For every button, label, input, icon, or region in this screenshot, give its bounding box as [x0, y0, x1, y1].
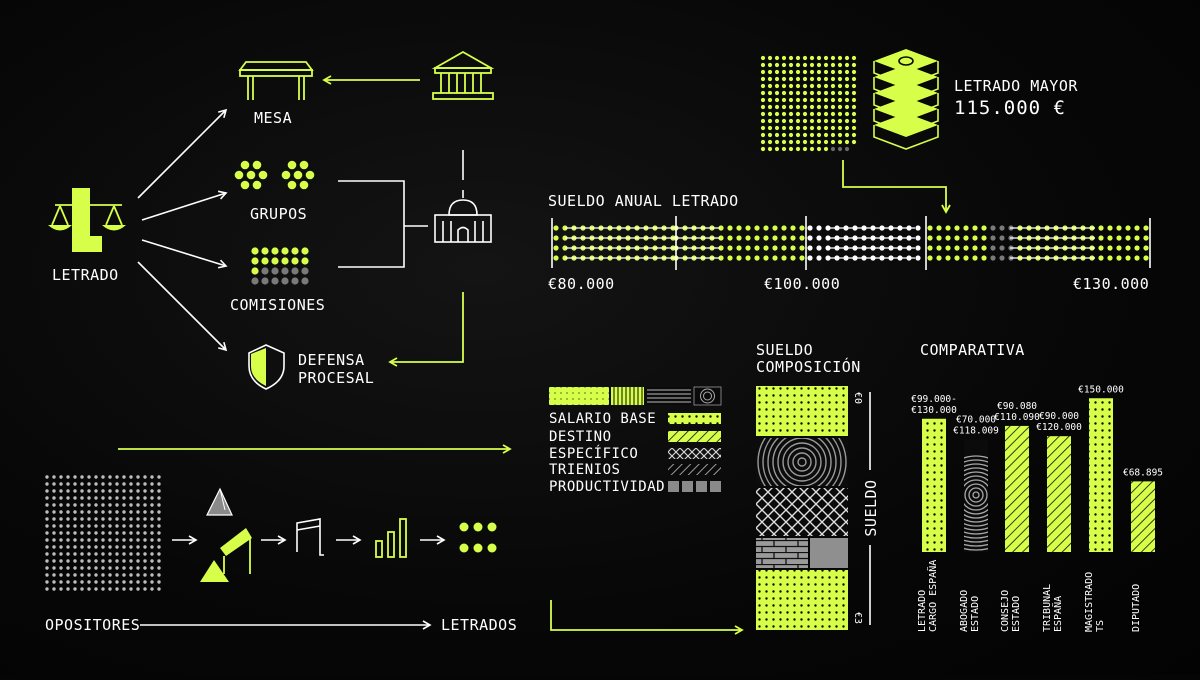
arrow-congress-to-defensa: [388, 292, 464, 367]
bar-growth-icon: [375, 518, 407, 558]
comparativa-bar-6: [1131, 481, 1155, 552]
composition-bottom-marker: €3: [852, 612, 863, 624]
composition-top-marker: €0: [852, 392, 863, 404]
scales-icon: [48, 188, 126, 252]
table-icon: [238, 61, 314, 100]
dots-grid-icon: [251, 247, 309, 285]
mesa-label: MESA: [254, 109, 292, 127]
composition-productividad: [810, 538, 848, 568]
comparativa-category-label-3: ESTADO: [1011, 596, 1022, 632]
composition-base-bottom: [756, 570, 848, 630]
pyramid-icon: [200, 487, 233, 582]
comparativa-bar-1: [922, 418, 946, 552]
comparativa-bar-4: [1047, 436, 1071, 552]
comparativa-value-label-4: €120.000: [1036, 422, 1082, 433]
comparativa-bar-5: [1089, 398, 1113, 552]
arrow-to-defensa: [137, 261, 228, 352]
tick-label-80000: €80.000: [548, 275, 615, 293]
opositores-label: OPOSITORES: [45, 616, 140, 634]
legend-swatch-especifico: [668, 448, 721, 459]
comparativa-value-label-1: €130.000: [911, 405, 957, 416]
defensa-label-line1: DEFENSA: [298, 351, 365, 369]
comparativa-category-label-6: DIPUTADO: [1131, 584, 1142, 632]
defensa-label-line2: PROCESAL: [298, 369, 374, 387]
tick-label-130000: €130.000: [1073, 275, 1149, 293]
dots-group-icon: [459, 522, 497, 553]
legend-swatch-trienios: [668, 464, 721, 475]
legend-label-destino: DESTINO: [549, 429, 612, 445]
legend-label-trienios: TRIENIOS: [549, 462, 620, 478]
comisiones-label: COMISIONES: [230, 296, 325, 314]
comparativa-value-label-5: €150.000: [1078, 384, 1124, 395]
stack-of-money-icon: [873, 49, 939, 150]
comparativa-category-label-1: LETRADO: [917, 590, 928, 632]
letrado-mayor-value: 115.000 €: [954, 97, 1066, 119]
composition-destino-rings: [756, 438, 848, 486]
hurdle-icon: [220, 528, 252, 574]
composition-especifico: [756, 488, 848, 536]
comparativa-category-label-3: CONSEJO: [1000, 590, 1011, 632]
composition-trienios: [756, 538, 808, 568]
bracket-line: [338, 180, 405, 268]
comparativa-category-label-1: CARGO ESPAÑA: [926, 560, 939, 632]
letrado-mayor-label: LETRADO MAYOR: [954, 77, 1078, 95]
comparativa-value-label-6: €68.895: [1123, 467, 1163, 478]
comparativa-category-label-4: TRIBUNAL: [1042, 584, 1053, 632]
dots-cluster-icon: [234, 160, 315, 190]
legend-pattern-strip: [549, 386, 722, 406]
letrado-label: LETRADO: [52, 266, 119, 284]
hurdle-outline-icon: [296, 518, 324, 556]
comparativa-category-label-2: ESTADO: [970, 596, 981, 632]
comparativa-value-label-2: €118.009: [953, 425, 999, 436]
arrow-mayor-to-scale: [842, 160, 951, 214]
parliament-building-icon: [431, 50, 495, 100]
comparativa-category-label-5: TS: [1095, 620, 1106, 632]
composition-title-line1: SUELDO: [756, 341, 813, 359]
composition-stack: [756, 386, 848, 630]
legend-label-salario-base: SALARIO BASE: [549, 411, 656, 427]
letrado-mayor-dots-grid: [760, 55, 857, 152]
letrados-label: LETRADOS: [441, 616, 517, 634]
arrow-to-mesa: [137, 108, 228, 199]
grupos-label: GRUPOS: [250, 205, 307, 223]
legend-label-productividad: PRODUCTIVIDAD: [549, 479, 665, 495]
comparativa-category-label-2: ABOGADO: [959, 590, 970, 632]
opositores-dots-grid: [45, 475, 161, 591]
comparativa-category-label-5: MAGISTRADO: [1084, 572, 1095, 632]
comparativa-value-label-1: €99.000-: [911, 394, 957, 405]
comparativa-value-label-4: €90.000: [1039, 411, 1079, 422]
composition-title-line2: COMPOSICIÓN: [756, 357, 861, 376]
composition-axis-label: SUELDO: [862, 479, 880, 536]
tick-label-100000: €100.000: [764, 275, 840, 293]
comparativa-category-label-4: ESPAÑA: [1051, 596, 1064, 632]
comparativa-value-label-2: €70.000: [956, 414, 996, 425]
comparativa-value-label-3: €90.080: [997, 401, 1037, 412]
legend-label-especifico: ESPECÍFICO: [549, 445, 638, 462]
salary-scale-bar: [551, 216, 1151, 270]
comparativa-value-label-3: €110.090: [994, 412, 1040, 423]
comparativa-title: COMPARATIVA: [920, 341, 1025, 359]
legend-swatch-salario-base: [668, 413, 721, 424]
legend-swatch-productividad: [668, 481, 721, 492]
arrow-to-comisiones: [141, 239, 228, 269]
composition-salario-base: [756, 386, 848, 436]
comparativa-bar-2: [964, 439, 988, 552]
congress-dome-icon: [434, 190, 492, 243]
arrow-legend-to-composition: [550, 600, 744, 635]
shield-icon: [248, 344, 285, 390]
sueldo-anual-title: SUELDO ANUAL LETRADO: [548, 192, 739, 210]
arrow-to-grupos: [141, 190, 228, 221]
comparativa-bar-3: [1005, 425, 1029, 552]
legend-swatch-destino: [668, 431, 721, 442]
